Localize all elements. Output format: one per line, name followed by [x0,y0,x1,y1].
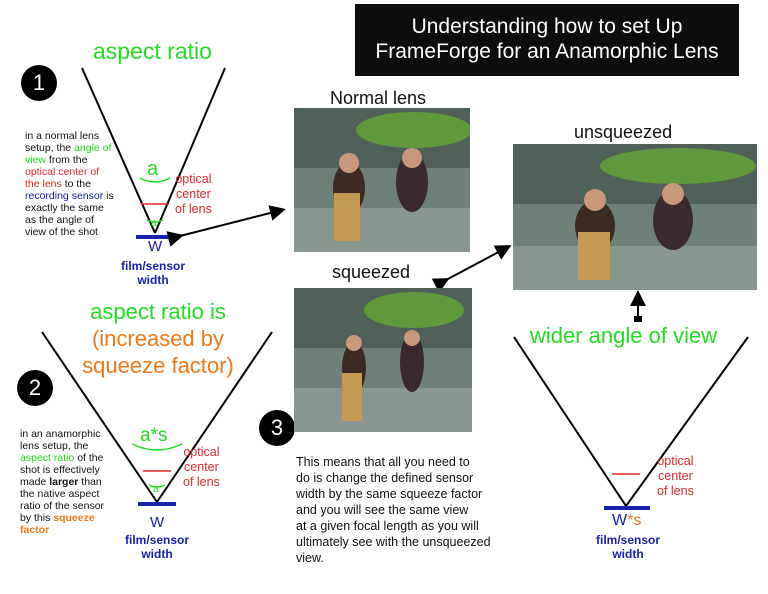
normal-lens-photo [294,108,470,252]
angle-arc-small-1 [146,219,164,223]
step-3-badge: 3 [259,410,295,446]
step-2-w-label: W [150,514,165,531]
view-line-right-2 [156,331,273,503]
right-w-s-label: W*s [612,512,642,529]
photo-image [294,108,470,252]
step-1-heading: aspect ratio [93,38,212,64]
wider-angle-heading: wider angle of view [530,323,718,348]
step-1-badge: 1 [21,65,57,101]
arrow-squeezed-to-unsqueezed [431,245,512,293]
title-banner: Understanding how to set Up FrameForge f… [355,4,739,76]
title-line-1: Understanding how to set Up [411,15,683,38]
normal-lens-label: Normal lens [330,88,427,108]
step-2-angle-big: a*s [140,425,168,446]
view-line-right-3 [625,336,749,507]
step-1-w-label: W [148,238,163,255]
angle-arc-big-1 [139,177,171,183]
step-2-badge: 2 [17,370,53,406]
unsqueezed-photo [513,144,757,290]
unsqueezed-label: unsqueezed [574,122,673,142]
angle-arc-big-2 [131,443,183,451]
step-1-description: in a normal lens setup, the angle of vie… [25,130,114,238]
view-line-left-3 [513,336,627,507]
view-line-left-1 [81,67,156,234]
squeezed-label: squeezed [332,262,411,282]
step-2-description: in an anamorphic lens setup, the aspect … [20,428,105,536]
step-2-heading: aspect ratio is (increased by squeeze fa… [82,299,234,378]
photo-image [513,144,757,290]
arrow-base-square [634,316,642,322]
step-2-angle-small: a [153,484,159,495]
title-line-2: FrameForge for an Anamorphic Lens [375,40,719,63]
photo-image [294,288,472,432]
arrow-sensor-to-photo [166,205,286,247]
step-1-angle-small: a [151,218,157,229]
angle-arc-small-2 [148,484,166,488]
view-line-left-2 [41,331,158,503]
squeezed-photo [294,288,472,432]
step-1-angle-big: a [147,158,159,180]
